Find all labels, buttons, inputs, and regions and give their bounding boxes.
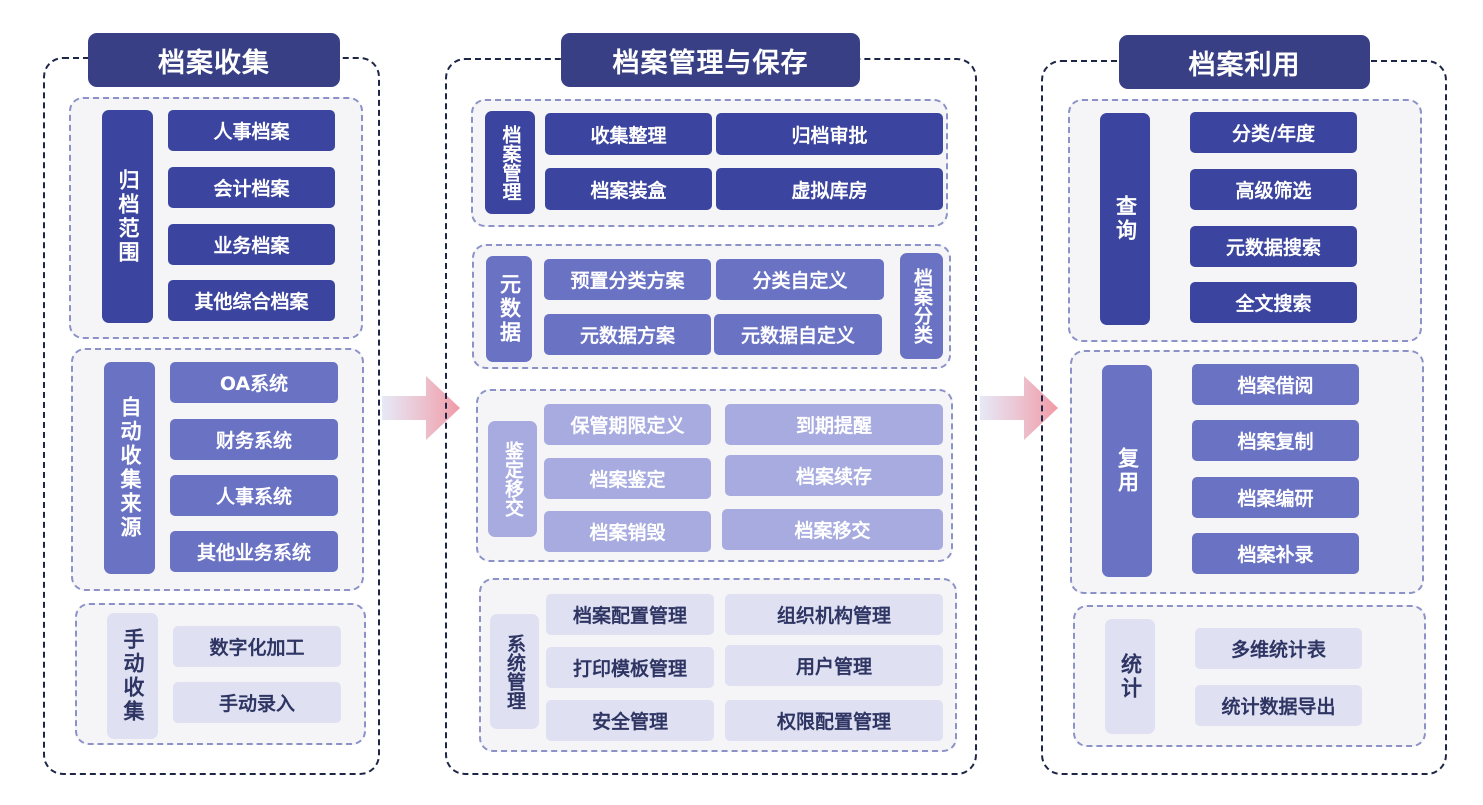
manage-title: 档案管理与保存 (561, 33, 860, 87)
use-title: 档案利用 (1119, 35, 1370, 89)
archive-label: 档案管理 (485, 111, 535, 214)
auto-label: 自动收集来源 (104, 362, 155, 574)
appraisal-item[interactable]: 档案移交 (722, 509, 943, 550)
scope-item[interactable]: 其他综合档案 (168, 280, 335, 321)
reuse-item[interactable]: 档案编研 (1192, 477, 1359, 518)
system-item[interactable]: 安全管理 (546, 700, 714, 741)
system-item[interactable]: 权限配置管理 (725, 700, 943, 741)
archive-item[interactable]: 收集整理 (545, 113, 712, 155)
system-item[interactable]: 打印模板管理 (546, 647, 714, 688)
category-label: 档案分类 (900, 253, 943, 359)
meta-item[interactable]: 元数据方案 (544, 314, 711, 355)
manual-item[interactable]: 手动录入 (173, 682, 341, 723)
reuse-item[interactable]: 档案补录 (1192, 533, 1359, 574)
stats-item[interactable]: 多维统计表 (1195, 628, 1362, 669)
query-item[interactable]: 分类/年度 (1190, 112, 1357, 153)
reuse-item[interactable]: 档案复制 (1192, 420, 1359, 461)
system-item[interactable]: 档案配置管理 (546, 594, 714, 635)
collect-title: 档案收集 (88, 33, 340, 87)
auto-item[interactable]: OA系统 (170, 362, 338, 403)
auto-item[interactable]: 其他业务系统 (170, 531, 338, 572)
appraisal-label: 鉴定移交 (488, 421, 537, 537)
meta-item[interactable]: 元数据自定义 (714, 314, 882, 355)
stats-item[interactable]: 统计数据导出 (1195, 685, 1362, 726)
appraisal-item[interactable]: 保管期限定义 (544, 404, 711, 445)
reuse-item[interactable]: 档案借阅 (1192, 364, 1359, 405)
system-item[interactable]: 组织机构管理 (725, 594, 943, 635)
system-label: 系统管理 (490, 614, 539, 729)
manual-item[interactable]: 数字化加工 (173, 626, 341, 667)
auto-item[interactable]: 人事系统 (170, 475, 338, 516)
auto-item[interactable]: 财务系统 (170, 419, 338, 460)
reuse-label: 复用 (1102, 365, 1152, 577)
meta-item[interactable]: 预置分类方案 (544, 259, 711, 300)
meta-label: 元数据 (486, 256, 532, 362)
manual-label: 手动收集 (107, 613, 158, 739)
query-item[interactable]: 全文搜索 (1190, 282, 1357, 323)
meta-item[interactable]: 分类自定义 (716, 259, 884, 300)
system-item[interactable]: 用户管理 (725, 645, 943, 686)
scope-item[interactable]: 人事档案 (168, 110, 335, 151)
appraisal-item[interactable]: 档案续存 (725, 455, 943, 496)
scope-item[interactable]: 会计档案 (168, 167, 335, 208)
flow-arrow-icon (980, 376, 1058, 440)
appraisal-item[interactable]: 档案鉴定 (544, 458, 711, 499)
scope-label: 归档范围 (102, 110, 153, 323)
appraisal-item[interactable]: 档案销毁 (544, 511, 711, 552)
stats-label: 统计 (1105, 619, 1155, 734)
appraisal-item[interactable]: 到期提醒 (725, 404, 943, 445)
query-item[interactable]: 元数据搜索 (1190, 226, 1357, 267)
archive-item[interactable]: 虚拟库房 (716, 168, 943, 210)
query-item[interactable]: 高级筛选 (1190, 169, 1357, 210)
scope-item[interactable]: 业务档案 (168, 224, 335, 265)
archive-item[interactable]: 归档审批 (716, 113, 943, 155)
archive-item[interactable]: 档案装盒 (545, 168, 712, 210)
flow-arrow-icon (382, 376, 460, 440)
query-label: 查询 (1100, 113, 1150, 325)
